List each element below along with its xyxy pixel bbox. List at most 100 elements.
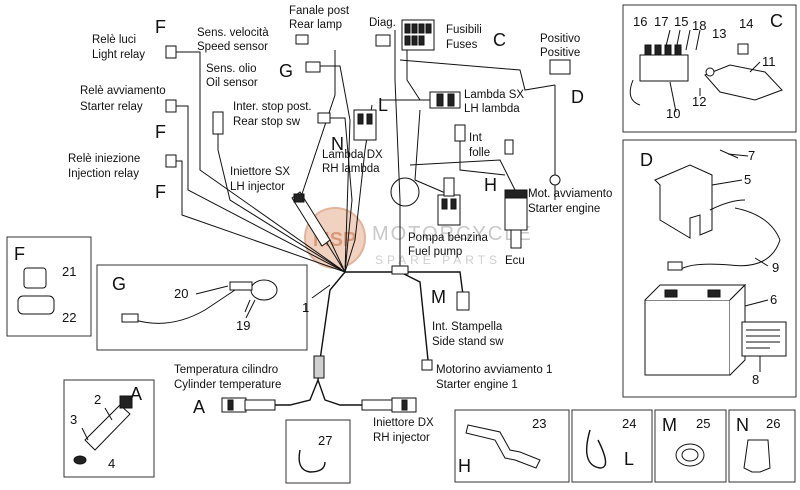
label-rh-injector-en: RH injector <box>373 432 430 444</box>
num-18: 18 <box>692 18 706 33</box>
letter-l-box: L <box>624 449 634 469</box>
side-stand-switch <box>456 291 470 311</box>
num-19: 19 <box>236 318 250 333</box>
label-light-relay-en: Light relay <box>92 49 145 61</box>
letter-g-1: G <box>279 61 293 81</box>
label-injection-relay-en: Injection relay <box>68 168 139 180</box>
box-m <box>654 409 727 483</box>
labels: Relè luci Light relay Relè avviamento St… <box>68 5 612 444</box>
box-f <box>6 236 92 337</box>
letter-n-box: N <box>736 415 749 435</box>
label-cyl-temp-en: Cylinder temperature <box>174 379 281 391</box>
box-c <box>622 4 797 133</box>
label-fuel-pump-en: Fuel pump <box>408 246 462 258</box>
label-lh-injector-it: Iniettore SX <box>230 166 290 178</box>
num-15: 15 <box>674 14 688 29</box>
label-starter-engine1-it: Motorino avviamento 1 <box>436 364 552 376</box>
label-rear-stop-en: Rear stop sw <box>233 116 301 128</box>
letter-f-3: F <box>155 182 166 202</box>
box-a <box>63 379 155 478</box>
label-rh-lambda-it: Lambda DX <box>322 149 383 161</box>
num-13: 13 <box>712 26 726 41</box>
label-side-stand-it: Int. Stampella <box>432 321 503 333</box>
fuel-pump-connector <box>437 177 461 226</box>
num-8: 8 <box>752 372 759 387</box>
num-20: 20 <box>174 286 188 301</box>
speed-sensor-connector <box>305 61 321 73</box>
num-23: 23 <box>532 416 546 431</box>
label-fuses-it: Fusibili <box>446 24 482 36</box>
label-starter-relay-it: Relè avviamento <box>80 85 166 97</box>
letter-a-1: A <box>193 397 205 417</box>
rear-stop-switch <box>317 112 331 124</box>
label-injection-relay-it: Relè iniezione <box>68 153 140 165</box>
fuse-block <box>401 19 435 51</box>
num-12: 12 <box>692 94 706 109</box>
label-rear-lamp-en: Rear lamp <box>289 19 342 31</box>
num-7: 7 <box>748 148 755 163</box>
reference-letters: F F F F G G C C D D L L N N H H M M A A <box>14 11 783 476</box>
num-17: 17 <box>654 14 668 29</box>
injection-relay-connector <box>165 154 177 168</box>
num-2: 2 <box>94 392 101 407</box>
label-rear-lamp-it: Fanale post <box>289 5 350 17</box>
label-rear-stop-it: Inter. stop post. <box>233 101 312 113</box>
ecu <box>504 189 528 249</box>
letter-l-1: L <box>378 95 388 115</box>
rh-injector-connector <box>361 397 417 413</box>
letter-m-box: M <box>662 415 677 435</box>
num-27: 27 <box>318 433 332 448</box>
num-26: 26 <box>766 416 780 431</box>
box-h <box>454 409 570 483</box>
num-16: 16 <box>633 14 647 29</box>
num-10: 10 <box>666 106 680 121</box>
num-3: 3 <box>70 412 77 427</box>
label-speed-sensor-en: Speed sensor <box>197 41 268 53</box>
num-9: 9 <box>772 260 779 275</box>
box-l <box>571 409 653 483</box>
num-6: 6 <box>770 292 777 307</box>
watermark-line2: SPARE PARTS <box>375 253 501 267</box>
top-connectors <box>212 19 571 186</box>
box-g <box>96 264 308 351</box>
starter-engine1-terminal <box>421 359 433 371</box>
label-fuses-en: Fuses <box>446 39 478 51</box>
battery <box>644 283 747 376</box>
num-5: 5 <box>744 172 751 187</box>
label-starter-engine-it: Mot. avviamento <box>528 188 612 200</box>
positive-terminal <box>549 59 571 75</box>
letter-n-1: N <box>331 134 344 154</box>
label-rh-injector-it: Iniettore DX <box>373 417 434 429</box>
cylinder-temp-connector <box>221 397 276 413</box>
letter-f-1: F <box>155 17 166 37</box>
central-components <box>221 177 528 413</box>
diag-connector <box>375 34 391 47</box>
rear-lamp-connector <box>295 34 309 45</box>
leader-lines <box>195 61 769 372</box>
label-ecu: Ecu <box>505 255 525 267</box>
letter-c-1: C <box>493 30 506 50</box>
rh-lambda-connector <box>353 109 377 141</box>
label-lh-lambda-it: Lambda SX <box>464 89 524 101</box>
lh-lambda-connector <box>429 91 461 109</box>
starter-engine-terminal <box>549 174 561 186</box>
label-rh-lambda-en: RH lambda <box>322 163 380 175</box>
label-neutral-en: folle <box>469 147 490 159</box>
relays <box>165 45 177 168</box>
starter-relay-connector <box>165 99 177 113</box>
letter-h-box: H <box>458 456 471 476</box>
label-positive-en: Positive <box>540 47 580 59</box>
num-21: 21 <box>62 264 76 279</box>
letter-h-1: H <box>484 175 497 195</box>
letter-g-box: G <box>112 274 126 294</box>
label-fuel-pump-it: Pompa benzina <box>408 232 489 244</box>
num-4: 4 <box>108 456 115 471</box>
box-n <box>728 409 796 483</box>
box-d <box>622 139 797 398</box>
num-14: 14 <box>739 16 753 31</box>
letter-a-box: A <box>130 384 142 404</box>
box-27 <box>285 419 351 484</box>
label-starter-engine-en: Starter engine <box>528 203 600 215</box>
num-11: 11 <box>762 54 776 69</box>
